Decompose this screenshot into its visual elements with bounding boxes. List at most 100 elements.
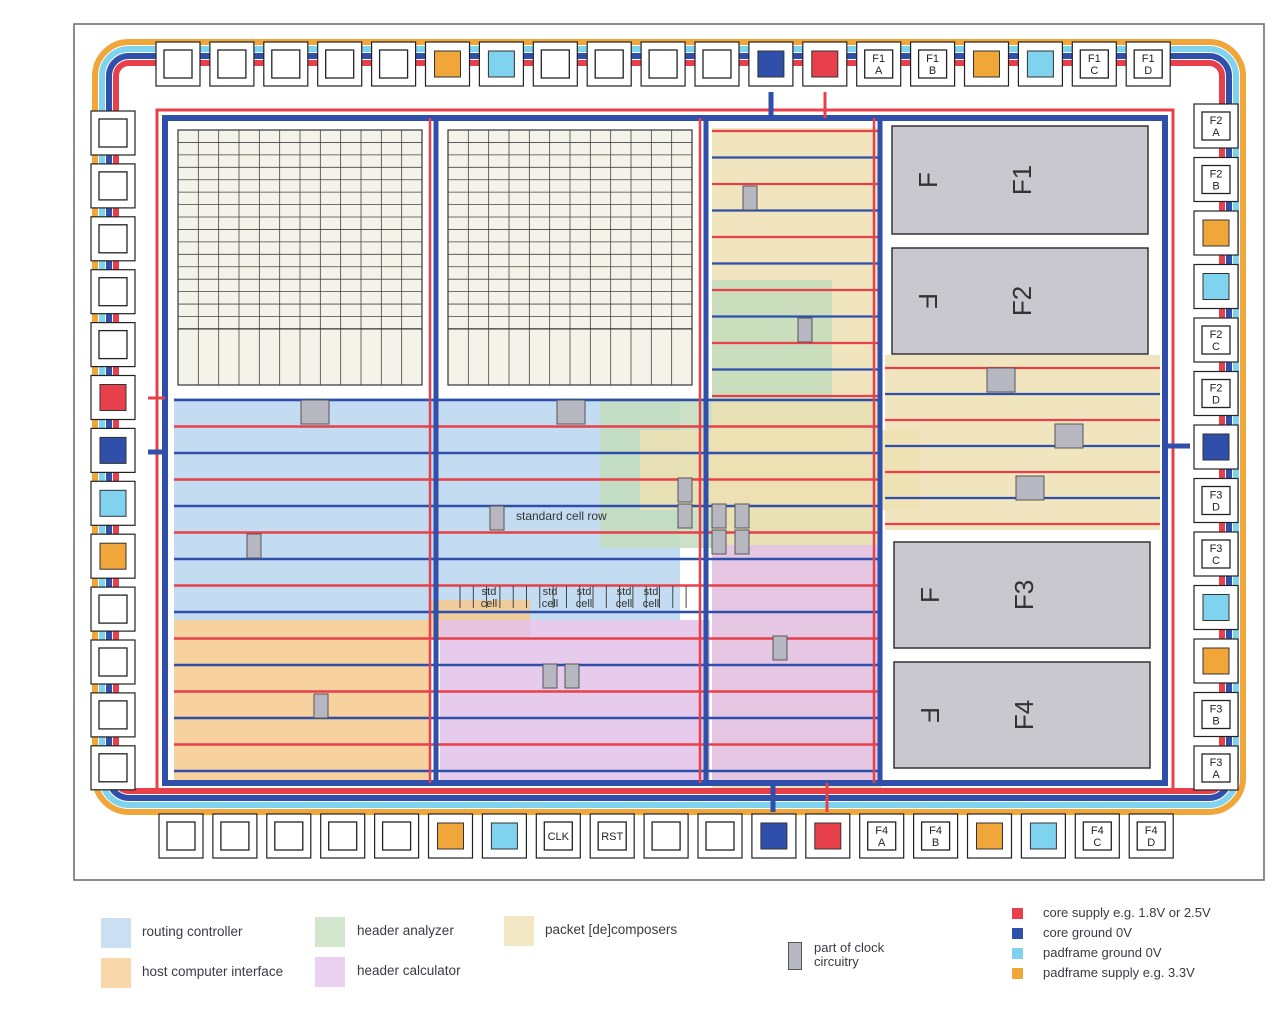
pad-cell [1201, 325, 1231, 355]
pad-cell [328, 821, 358, 851]
pad-label: F1 [1088, 53, 1101, 65]
std-cell-label-line1: std [644, 586, 659, 598]
padframe-ground-pad-cell [487, 50, 515, 78]
std-cell-label-line2: cell [542, 598, 559, 610]
pad-label: B [932, 837, 939, 849]
pad-cell [702, 49, 732, 79]
pad-cell [98, 277, 128, 307]
pad-cell [217, 49, 247, 79]
std-cell-label-line2: cell [616, 598, 633, 610]
block-orientation-label: F [913, 293, 943, 309]
pad-label: D [1212, 502, 1220, 514]
pad-cell [378, 49, 409, 79]
left-pad [90, 163, 136, 209]
padframe-ground-pad-cell [1029, 822, 1057, 850]
pad-cell [98, 594, 128, 624]
top-pad [694, 41, 740, 87]
clock-circuitry-cell [677, 503, 693, 529]
pad-label: F2 [1210, 383, 1223, 395]
pad-label: F4 [1091, 825, 1104, 837]
pad-frame [90, 374, 136, 421]
pad-cell [1201, 753, 1231, 783]
pad-cell [597, 821, 627, 851]
bottom-pad [966, 813, 1013, 859]
pad-label: A [878, 837, 886, 849]
left-pad [90, 480, 136, 526]
top-pad [640, 41, 686, 87]
left-pad [90, 692, 136, 738]
top-pad: F1D [1125, 41, 1171, 87]
core-ground-pad-cell [757, 50, 785, 78]
clock-circuitry-cell [711, 503, 727, 529]
block-name-label: F4 [1009, 700, 1039, 730]
pad-label: F4 [929, 825, 942, 837]
pad-label: A [1212, 127, 1220, 139]
block-orientation-label: F [913, 172, 943, 188]
pad-cell [1136, 821, 1166, 851]
pad-cell [705, 821, 735, 851]
pad-cell [540, 49, 570, 79]
top-pad [263, 41, 309, 87]
pad-cell [920, 821, 951, 851]
region-routing_controller [174, 398, 430, 620]
std-cell-label-line2: cell [643, 598, 660, 610]
clock-circuitry-cell [986, 367, 1016, 393]
pad-label: D [1212, 395, 1220, 407]
clock-circuitry-cell [734, 503, 750, 529]
pad-cell [98, 329, 128, 360]
left-pad [90, 745, 136, 791]
clock-circuitry-cell [542, 663, 558, 689]
pad-label: F4 [1145, 825, 1158, 837]
pad-frame [748, 41, 794, 87]
clock-circuitry-cell [1015, 475, 1045, 501]
pad-cell [1079, 49, 1109, 79]
pad-cell [864, 49, 894, 79]
pad-label: F1 [1142, 53, 1155, 65]
pad-label: D [1144, 65, 1152, 77]
clock-circuitry-cell [489, 505, 505, 531]
right-pad [1193, 584, 1239, 631]
standard-cell-row-label: standard cell row [516, 509, 607, 523]
bottom-pad [481, 813, 527, 859]
std-cell-label-line2: cell [481, 598, 498, 610]
top-pad [209, 41, 255, 87]
left-pad [90, 533, 136, 579]
pad-frame [1125, 41, 1171, 87]
pad-cell [1082, 821, 1112, 851]
padframe-ground-pad-cell [490, 822, 518, 850]
right-pad: F3A [1193, 745, 1239, 791]
pad-cell [325, 49, 355, 79]
bottom-pad [805, 813, 851, 859]
bottom-pad: F4C [1074, 813, 1120, 859]
hard-macro-block [891, 125, 1149, 235]
region-header_calculator [440, 620, 710, 780]
pad-cell [1201, 111, 1231, 141]
block-name-label: F1 [1007, 165, 1037, 195]
clock-circuitry-cell [1054, 423, 1084, 449]
pad-frame [158, 813, 204, 859]
block-name-label: F3 [1009, 580, 1039, 610]
clock-circuitry-cell [300, 399, 330, 425]
pad-label: F1 [872, 53, 885, 65]
block-orientation-label: F [915, 707, 945, 723]
region-host_computer_interface [174, 620, 430, 780]
pad-label: F3 [1210, 757, 1223, 769]
pad-cell [381, 821, 412, 851]
core-ground-pad-cell [1202, 433, 1230, 461]
pad-cell [163, 49, 193, 79]
top-pad: F1A [856, 41, 902, 87]
left-pad [90, 586, 136, 632]
clock-circuitry-cell [797, 317, 813, 343]
pad-label: C [1090, 65, 1098, 77]
pad-cell [98, 171, 128, 201]
pad-cell [1201, 378, 1231, 409]
clock-circuitry-cell [734, 529, 750, 555]
pad-label: F3 [1210, 490, 1223, 502]
bottom-pad: F4B [912, 813, 959, 859]
pad-cell [867, 821, 897, 851]
pad-label: F1 [926, 53, 939, 65]
bottom-pad [320, 813, 366, 859]
pad-frame [1020, 813, 1067, 859]
pad-cell [1201, 539, 1231, 569]
left-pad [90, 322, 136, 368]
